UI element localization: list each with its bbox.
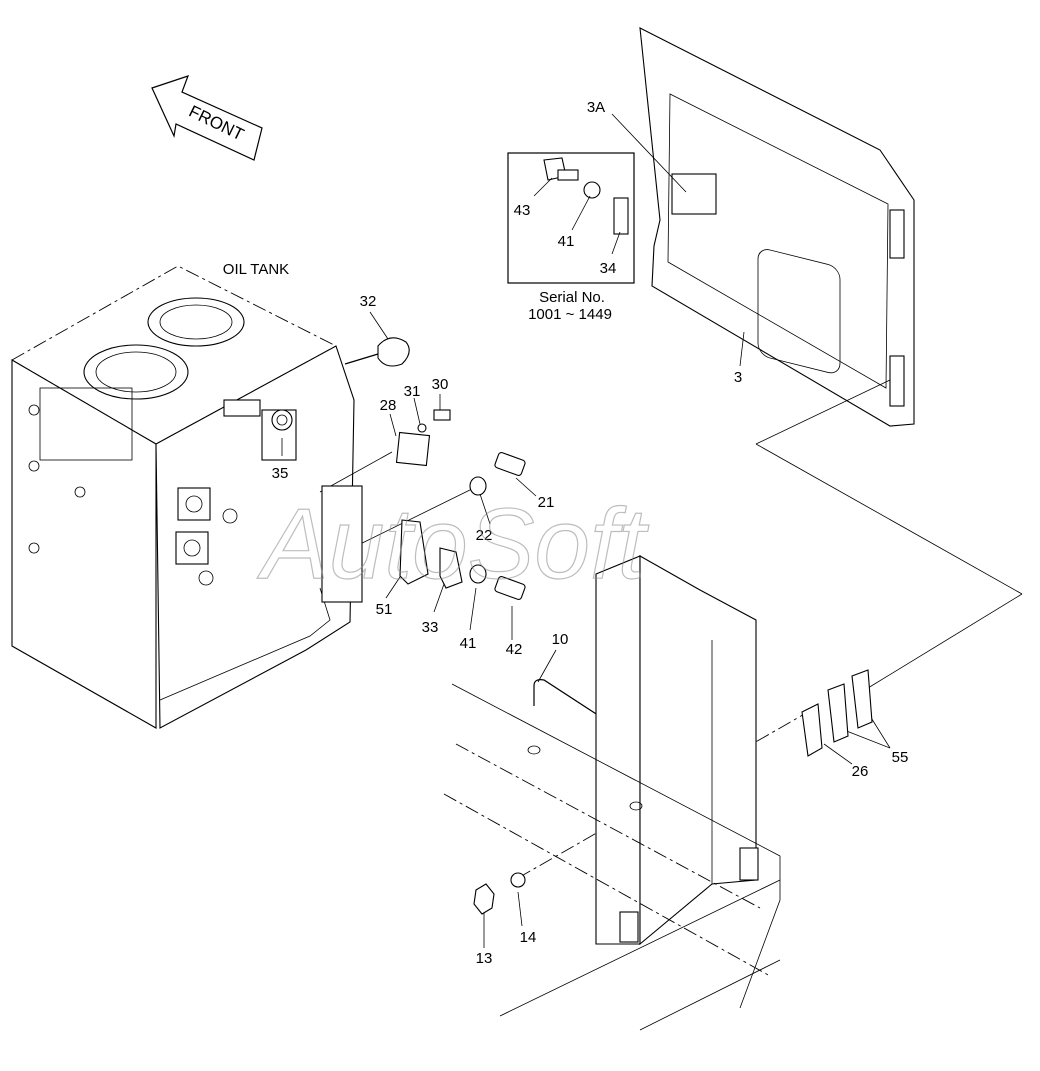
callout-22: 22 — [476, 527, 493, 544]
callout-43: 43 — [514, 202, 531, 219]
oil-tank: OIL TANK — [11, 261, 355, 729]
callout-33: 33 — [422, 619, 439, 636]
callout-26: 26 — [852, 763, 869, 780]
callout-31: 31 — [404, 383, 421, 400]
callout-13: 13 — [476, 950, 493, 967]
callout-30: 30 — [432, 376, 449, 393]
callout-3A: 3A — [587, 99, 605, 116]
oil-tank-label: OIL TANK — [223, 261, 289, 278]
callout-3: 3 — [734, 369, 742, 386]
callout-34: 34 — [600, 260, 617, 277]
callout-35: 35 — [272, 465, 289, 482]
frame-assembly — [443, 555, 873, 1031]
callout-14: 14 — [520, 929, 537, 946]
serial-label-2: 1001 ~ 1449 — [528, 306, 612, 323]
watermark: AutoSoft — [257, 488, 650, 600]
callout-41: 41 — [460, 635, 477, 652]
serial-label-1: Serial No. — [539, 289, 605, 306]
callout-41-inset: 41 — [558, 233, 575, 250]
small-parts — [271, 337, 526, 603]
callout-32: 32 — [360, 293, 377, 310]
callout-10: 10 — [552, 631, 569, 648]
callout-21: 21 — [538, 494, 555, 511]
callout-55: 55 — [892, 749, 909, 766]
door-cover — [639, 27, 915, 427]
callout-labels: 3A 43 41 34 3 32 31 30 28 35 21 22 51 33… — [272, 99, 909, 967]
callout-42: 42 — [506, 641, 523, 658]
callout-28: 28 — [380, 397, 397, 414]
front-arrow: FRONT — [151, 75, 263, 161]
serial-inset: Serial No. 1001 ~ 1449 — [507, 152, 635, 323]
callout-51: 51 — [376, 601, 393, 618]
